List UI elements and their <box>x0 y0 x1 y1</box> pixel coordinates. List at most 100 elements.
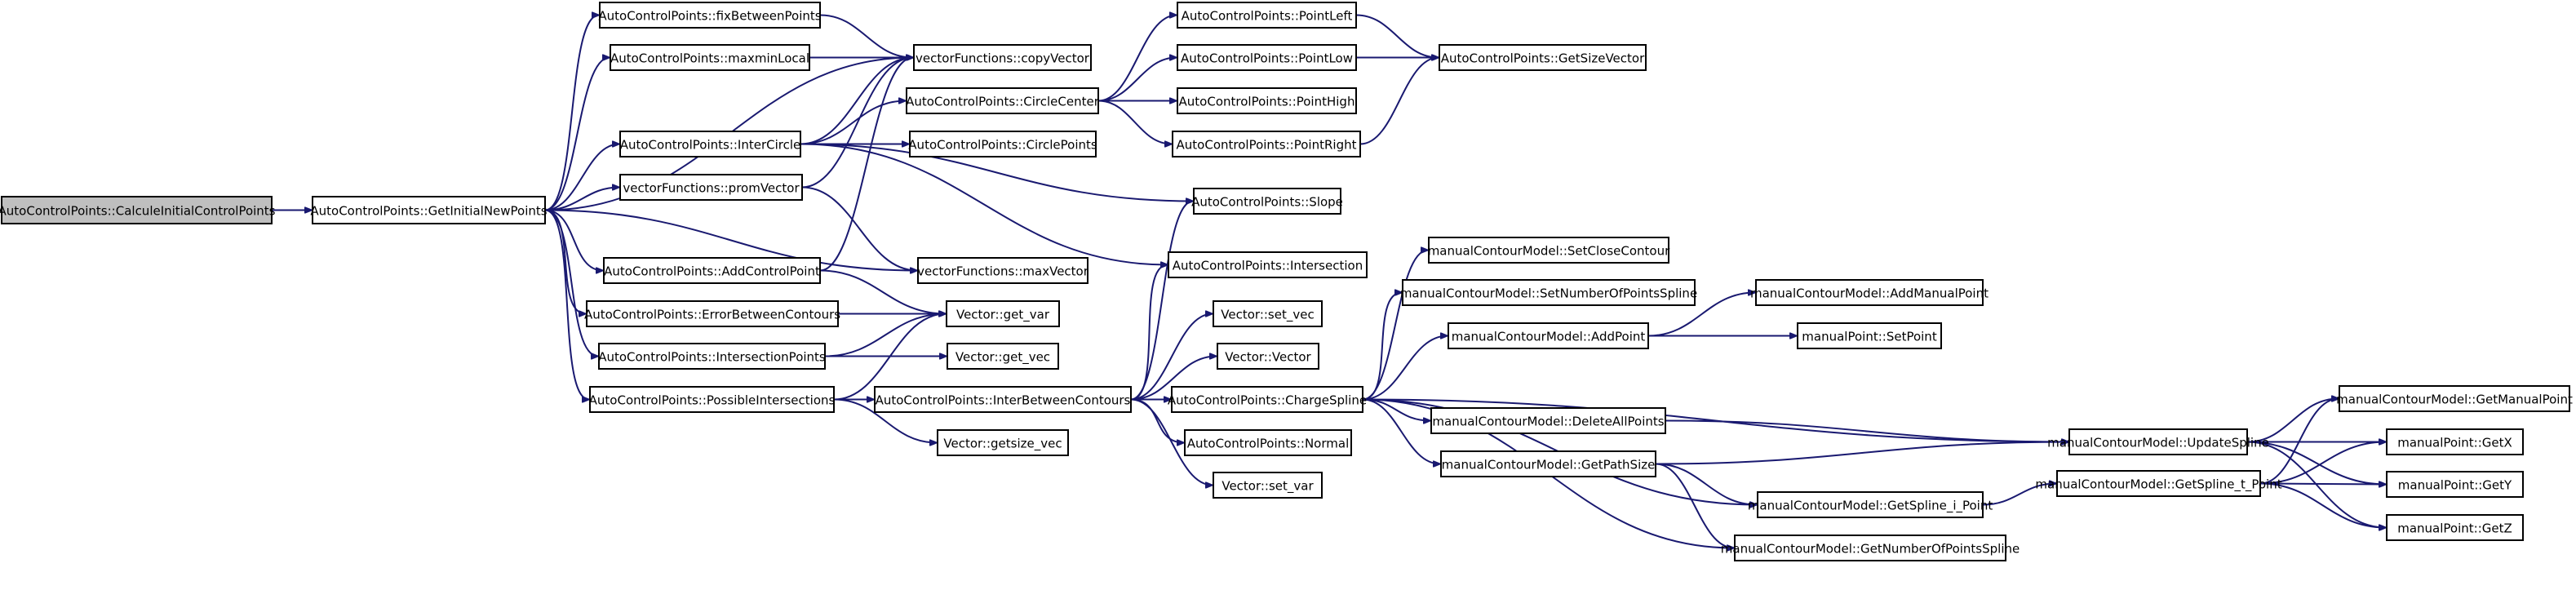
node-manualcontourmodel-addpoint[interactable]: manualContourModel::AddPoint <box>1448 322 1649 349</box>
node-manualcontourmodel-getspline-t-point[interactable]: manualContourModel::GetSpline_t_Point <box>2035 470 2282 497</box>
node-manualpoint-getz[interactable]: manualPoint::GetZ <box>2386 514 2524 541</box>
node-box <box>2386 471 2524 498</box>
node-label: manualContourModel::AddPoint <box>1452 330 1646 344</box>
node-autocontrolpoints-pointhigh[interactable]: AutoControlPoints::PointHigh <box>1177 87 1357 114</box>
node-label: AutoControlPoints::PossibleIntersections <box>589 393 836 408</box>
node-label: vectorFunctions::copyVector <box>916 51 1090 66</box>
node-label: AutoControlPoints::GetSizeVector <box>1441 51 1645 66</box>
node-label: AutoControlPoints::CalculeInitialControl… <box>0 204 276 219</box>
node-vector-vector[interactable]: Vector::Vector <box>1217 343 1319 370</box>
node-box <box>610 44 810 71</box>
node-autocontrolpoints-normal[interactable]: AutoControlPoints::Normal <box>1184 429 1352 456</box>
node-autocontrolpoints-fixbetweenpoints[interactable]: AutoControlPoints::fixBetweenPoints <box>598 2 822 29</box>
node-box <box>1177 87 1357 114</box>
node-box <box>906 87 1099 114</box>
edge-n16-n23 <box>1130 265 1168 401</box>
node-autocontrolpoints-maxminlocal[interactable]: AutoControlPoints::maxminLocal <box>610 44 810 71</box>
edge-n21-n29 <box>1359 58 1439 145</box>
node-vectorfunctions-copyvector[interactable]: vectorFunctions::copyVector <box>913 44 1092 71</box>
edge-n9-n17 <box>833 398 937 443</box>
edge-n37-n41 <box>2246 399 2339 443</box>
node-manualcontourmodel-updatespline[interactable]: manualContourModel::UpdateSpline <box>2047 428 2269 455</box>
node-autocontrolpoints-chargespline[interactable]: AutoControlPoints::ChargeSpline <box>1168 386 1367 413</box>
node-manualpoint-setpoint[interactable]: manualPoint::SetPoint <box>1797 322 1942 349</box>
edge-n26-n34 <box>1362 398 1440 464</box>
node-manualcontourmodel-setnumberofpointsspline[interactable]: manualContourModel::SetNumberOfPointsSpl… <box>1400 279 1697 306</box>
node-box <box>1757 491 1984 518</box>
node-autocontrolpoints-addcontrolpoint[interactable]: AutoControlPoints::AddControlPoint <box>603 257 821 284</box>
edge-n1-n7 <box>544 209 586 314</box>
node-manualcontourmodel-deleteallpoints[interactable]: manualContourModel::DeleteAllPoints <box>1430 407 1666 434</box>
node-autocontrolpoints-slope[interactable]: AutoControlPoints::Slope <box>1191 188 1343 215</box>
edge-n16-n25 <box>1130 357 1217 401</box>
node-label: AutoControlPoints::Intersection <box>1173 259 1363 273</box>
node-autocontrolpoints-intercircle[interactable]: AutoControlPoints::InterCircle <box>619 131 801 157</box>
edge-n37-n44 <box>2246 441 2386 528</box>
node-label: manualContourModel::GetSpline_i_Point <box>1748 499 1993 514</box>
node-label: AutoControlPoints::Slope <box>1191 195 1343 210</box>
node-manualcontourmodel-setclosecontour[interactable]: manualContourModel::SetCloseContour <box>1428 237 1670 264</box>
node-autocontrolpoints-getsizevector[interactable]: AutoControlPoints::GetSizeVector <box>1439 44 1647 71</box>
node-box <box>1428 237 1669 264</box>
node-box <box>2056 470 2261 497</box>
node-box <box>1448 322 1649 349</box>
edge-n26-n33 <box>1362 398 1430 421</box>
node-autocontrolpoints-circlepoints[interactable]: AutoControlPoints::CirclePoints <box>908 131 1097 157</box>
node-box <box>2386 428 2524 455</box>
node-manualcontourmodel-getspline-i-point[interactable]: manualContourModel::GetSpline_i_Point <box>1748 491 1993 518</box>
edge-n18-n29 <box>1355 14 1439 58</box>
node-box <box>2339 385 2570 412</box>
node-label: Vector::Vector <box>1225 350 1311 365</box>
node-autocontrolpoints-circlecenter[interactable]: AutoControlPoints::CircleCenter <box>906 87 1100 114</box>
node-vector-set-var[interactable]: Vector::set_var <box>1213 472 1323 499</box>
node-manualcontourmodel-getnumberofpointsspline[interactable]: manualContourModel::GetNumberOfPointsSpl… <box>1721 535 2020 561</box>
node-box <box>2068 428 2248 455</box>
node-box <box>1755 279 1984 306</box>
node-vector-set-vec[interactable]: Vector::set_vec <box>1213 300 1323 327</box>
node-box <box>946 300 1060 327</box>
node-manualpoint-gety[interactable]: manualPoint::GetY <box>2386 471 2524 498</box>
node-box <box>619 131 801 157</box>
node-autocontrolpoints-intersectionpoints[interactable]: AutoControlPoints::IntersectionPoints <box>598 343 826 370</box>
node-box <box>312 196 546 224</box>
node-manualpoint-getx[interactable]: manualPoint::GetX <box>2386 428 2524 455</box>
node-autocontrolpoints-errorbetweencontours[interactable]: AutoControlPoints::ErrorBetweenContours <box>584 300 840 327</box>
node-label: manualPoint::GetY <box>2398 478 2512 493</box>
node-vector-getsize-vec[interactable]: Vector::getsize_vec <box>937 429 1069 456</box>
node-autocontrolpoints-calculeinitialcontrolpoints[interactable]: AutoControlPoints::CalculeInitialControl… <box>0 196 276 224</box>
node-autocontrolpoints-pointleft[interactable]: AutoControlPoints::PointLeft <box>1177 2 1357 29</box>
node-autocontrolpoints-intersection[interactable]: AutoControlPoints::Intersection <box>1168 251 1368 278</box>
node-box <box>1439 44 1647 71</box>
node-autocontrolpoints-getinitialnewpoints[interactable]: AutoControlPoints::GetInitialNewPoints <box>310 196 548 224</box>
node-manualcontourmodel-addmanualpoint[interactable]: manualContourModel::AddManualPoint <box>1750 279 1989 306</box>
node-label: AutoControlPoints::PointHigh <box>1179 95 1355 109</box>
edge-n40-n44 <box>2259 482 2386 528</box>
node-box <box>1797 322 1942 349</box>
node-vectorfunctions-maxvector[interactable]: vectorFunctions::maxVector <box>917 257 1089 284</box>
node-vector-get-var[interactable]: Vector::get_var <box>946 300 1060 327</box>
node-box <box>598 343 826 370</box>
edge-n4-n23 <box>800 143 1168 265</box>
node-autocontrolpoints-pointright[interactable]: AutoControlPoints::PointRight <box>1172 131 1361 157</box>
node-autocontrolpoints-pointlow[interactable]: AutoControlPoints::PointLow <box>1177 44 1357 71</box>
node-label: manualContourModel::GetManualPoint <box>2336 393 2573 407</box>
node-box <box>1734 535 2006 561</box>
node-label: manualPoint::GetZ <box>2397 521 2512 536</box>
edge-n34-n39 <box>1655 463 1734 548</box>
node-box <box>1213 472 1323 499</box>
node-box <box>589 386 835 413</box>
edge-n1-n9 <box>544 209 589 400</box>
node-label: Vector::getsize_vec <box>943 437 1062 452</box>
node-box <box>586 300 839 327</box>
node-autocontrolpoints-possibleintersections[interactable]: AutoControlPoints::PossibleIntersections <box>589 386 836 413</box>
node-vector-get-vec[interactable]: Vector::get_vec <box>947 343 1059 370</box>
node-label: Vector::set_vec <box>1221 308 1314 323</box>
node-manualcontourmodel-getmanualpoint[interactable]: manualContourModel::GetManualPoint <box>2336 385 2573 412</box>
node-autocontrolpoints-interbetweencontours[interactable]: AutoControlPoints::InterBetweenContours <box>874 386 1132 413</box>
node-manualcontourmodel-getpathsize[interactable]: manualContourModel::GetPathSize <box>1440 450 1656 477</box>
node-vectorfunctions-promvector[interactable]: vectorFunctions::promVector <box>619 174 803 201</box>
edge-n34-n38 <box>1655 463 1757 505</box>
node-box <box>2386 514 2524 541</box>
edge-n11-n19 <box>1097 58 1177 102</box>
